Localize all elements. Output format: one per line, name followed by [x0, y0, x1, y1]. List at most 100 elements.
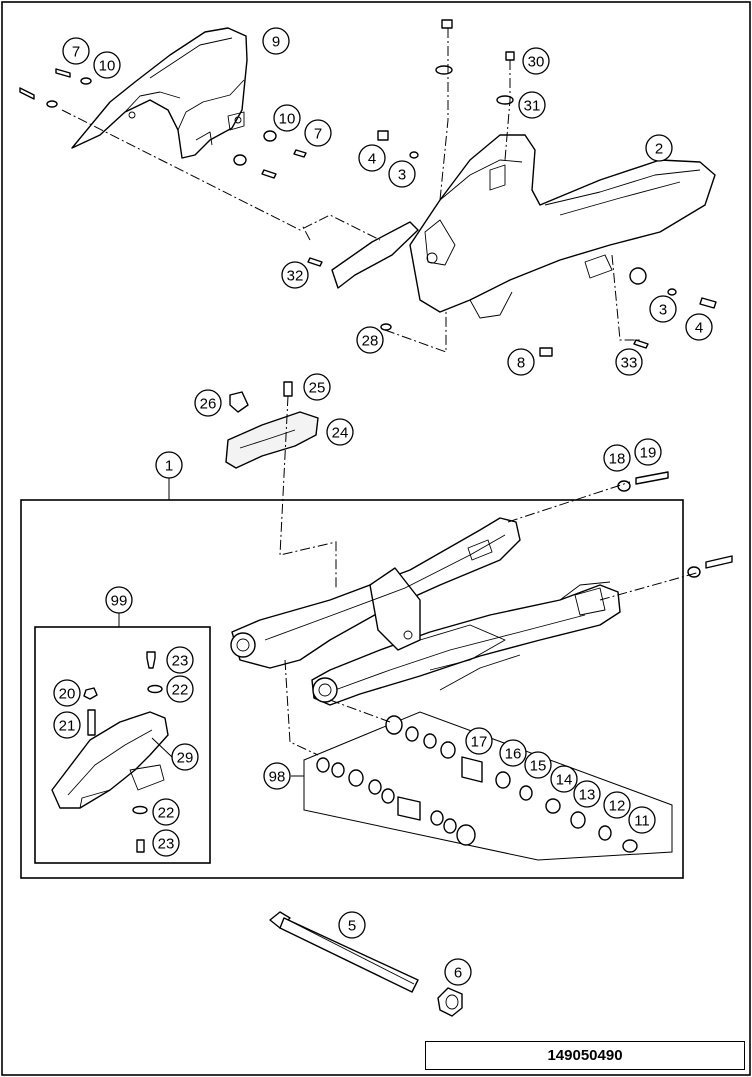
callout-circle: [303, 373, 331, 401]
callout-label: 10: [99, 58, 116, 75]
callout-circle: [53, 679, 81, 707]
callout-33: 33: [615, 348, 643, 376]
callout-label: 29: [177, 750, 194, 767]
callout-28: 28: [356, 326, 384, 354]
callout-circle: [358, 144, 386, 172]
swingarm-assembly-frame: [20, 499, 684, 879]
callout-circle: [166, 646, 194, 674]
callout-label: 10: [279, 111, 296, 128]
leader-lines: [118, 478, 304, 777]
callout-circle: [262, 27, 290, 55]
callout-circle: [356, 326, 384, 354]
callout-circle: [628, 806, 656, 834]
callout-10: 10: [93, 51, 121, 79]
callout-circle: [304, 119, 332, 147]
subframe-bracket-part: [331, 221, 419, 289]
callout-10: 10: [273, 104, 301, 132]
callout-25: 25: [303, 373, 331, 401]
callout-5: 5: [338, 911, 366, 939]
callout-circle: [263, 762, 291, 790]
callout-circle: [518, 91, 546, 119]
drawing-number: 149050490: [547, 1047, 623, 1064]
callout-label: 33: [621, 355, 638, 372]
callout-label: 21: [59, 718, 76, 735]
callout-7: 7: [304, 119, 332, 147]
callout-circle: [465, 727, 493, 755]
callout-circle: [152, 829, 180, 857]
callout-circle: [93, 51, 121, 79]
callout-label: 3: [398, 167, 406, 184]
drawing-number-box: 149050490: [425, 1041, 745, 1070]
callout-label: 6: [454, 965, 462, 982]
callout-label: 28: [362, 333, 379, 350]
callout-circle: [507, 348, 535, 376]
callout-circle: [685, 313, 713, 341]
callout-label: 26: [200, 396, 217, 413]
callout-23: 23: [166, 646, 194, 674]
callout-circle: [281, 261, 309, 289]
callout-circle: [573, 780, 601, 808]
callout-label: 4: [368, 151, 376, 168]
callout-23: 23: [152, 829, 180, 857]
callout-label: 23: [158, 836, 175, 853]
callout-label: 31: [524, 98, 541, 115]
callout-3: 3: [388, 160, 416, 188]
pivot-axle-part: [269, 911, 419, 993]
callout-26: 26: [194, 389, 222, 417]
callout-label: 14: [556, 772, 573, 789]
callout-9: 9: [262, 27, 290, 55]
callout-label: 99: [111, 593, 128, 610]
callout-circle: [634, 438, 662, 466]
callout-99: 99: [105, 586, 133, 614]
callout-12: 12: [603, 791, 631, 819]
callout-circle: [388, 160, 416, 188]
callout-label: 17: [471, 734, 488, 751]
callout-circle: [62, 37, 90, 65]
callout-98: 98: [263, 762, 291, 790]
callout-label: 22: [158, 805, 175, 822]
callout-label: 4: [695, 320, 703, 337]
callout-label: 11: [634, 813, 650, 830]
callout-label: 32: [287, 268, 304, 285]
callout-7: 7: [62, 37, 90, 65]
callout-label: 20: [59, 686, 76, 703]
rear-subframe-cover-part: [409, 134, 716, 319]
callout-circle: [194, 389, 222, 417]
callout-6: 6: [444, 958, 472, 986]
callout-4: 4: [685, 313, 713, 341]
callout-circle: [649, 295, 677, 323]
callout-21: 21: [53, 711, 81, 739]
callout-circle: [524, 751, 552, 779]
callout-circle: [444, 958, 472, 986]
kit-hardware: [83, 651, 163, 853]
callout-circle: [273, 104, 301, 132]
callout-circle: [603, 791, 631, 819]
callout-circle: [166, 675, 194, 703]
callout-circle: [522, 47, 550, 75]
callout-14: 14: [550, 765, 578, 793]
callout-circle: [155, 451, 183, 479]
callout-label: 7: [72, 44, 80, 61]
callout-13: 13: [573, 780, 601, 808]
callout-label: 13: [579, 787, 596, 804]
callout-label: 3: [659, 302, 667, 319]
callout-label: 15: [530, 758, 547, 775]
callout-circle: [105, 586, 133, 614]
callout-label: 18: [609, 451, 626, 468]
callout-circle: [338, 911, 366, 939]
callout-32: 32: [281, 261, 309, 289]
callout-30: 30: [522, 47, 550, 75]
callout-24: 24: [326, 418, 354, 446]
bearing-kit-frame: [303, 711, 673, 861]
bearing-kit-parts: [316, 715, 638, 853]
swingarm-part: [230, 517, 621, 706]
callout-label: 1: [165, 458, 173, 475]
callout-11: 11: [628, 806, 656, 834]
callout-20: 20: [53, 679, 81, 707]
callout-18: 18: [603, 444, 631, 472]
callout-label: 12: [609, 798, 626, 815]
rear-fender-part: [71, 27, 248, 159]
